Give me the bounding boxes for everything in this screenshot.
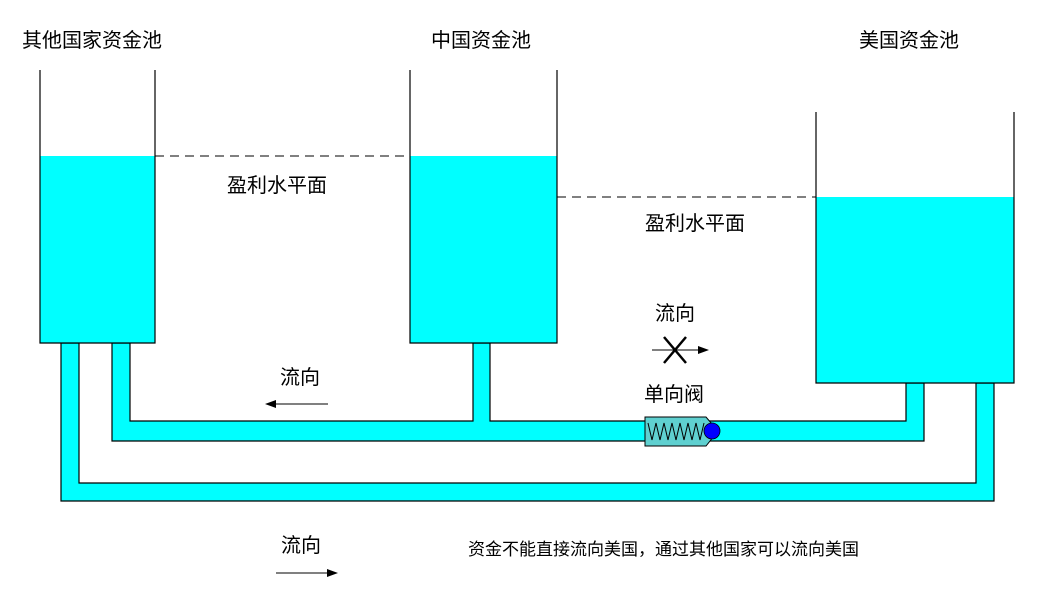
tank-water (40, 156, 155, 343)
pool-label-china: 中国资金池 (431, 28, 531, 52)
valve-ball (703, 422, 721, 440)
flow-arrow-bottom (276, 569, 338, 577)
pool-label-other-countries: 其他国家资金池 (22, 28, 162, 52)
valve-spring (647, 422, 705, 441)
check-valve (644, 416, 721, 447)
tank-water (816, 197, 1014, 383)
explanation-note: 资金不能直接流向美国，通过其他国家可以流向美国 (468, 540, 859, 560)
tank-china (409, 70, 558, 344)
flow-label-valve: 流向 (655, 301, 695, 325)
flow-arrow-blocked (652, 336, 709, 364)
flow-label-left: 流向 (280, 365, 320, 389)
arrow-left-icon (265, 400, 276, 408)
flow-label-bottom: 流向 (281, 533, 321, 557)
pool-label-usa: 美国资金池 (859, 28, 959, 52)
tank-usa (815, 112, 1015, 384)
arrow-right-icon (698, 346, 709, 354)
tank-walls (409, 70, 558, 344)
tank-walls (39, 70, 156, 344)
arrow-right-icon (327, 569, 338, 577)
tank-walls (815, 112, 1015, 384)
inner-pipe (111, 342, 925, 442)
profit-level-label-left: 盈利水平面 (227, 173, 327, 197)
check-valve-label: 单向阀 (644, 382, 704, 406)
tank-water (410, 156, 557, 343)
flow-arrow-left (265, 400, 328, 408)
tank-other-countries (39, 70, 156, 344)
profit-level-label-right: 盈利水平面 (645, 211, 745, 235)
